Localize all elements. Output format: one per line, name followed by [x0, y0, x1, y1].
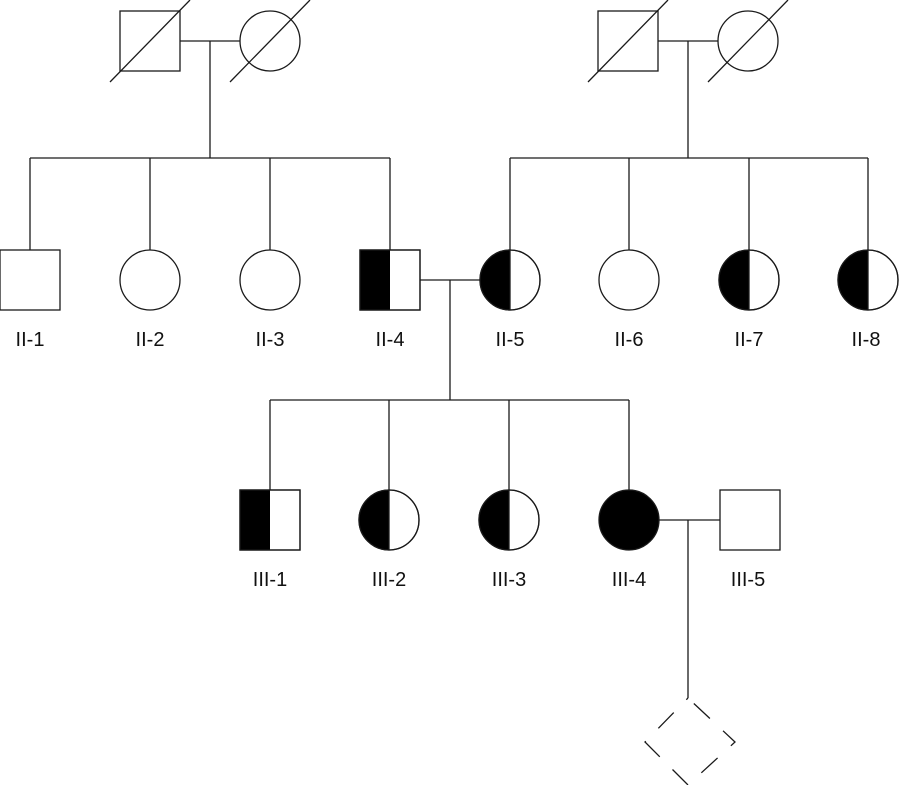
individual-III-3: III-3 [478, 489, 540, 591]
individual-label: II-4 [376, 329, 405, 351]
female-symbol [598, 249, 660, 311]
affected-female-symbol [599, 490, 659, 550]
female-symbol [119, 249, 181, 311]
individual-III-5: III-5 [719, 489, 781, 591]
half-affected-fill [480, 250, 510, 310]
symbol-outline [598, 489, 660, 551]
individual-label: II-7 [735, 329, 764, 351]
individual-label: II-6 [615, 329, 644, 351]
individual-label: III-4 [612, 569, 646, 591]
half-affected-fill [719, 250, 749, 310]
female-symbol [239, 249, 301, 311]
individual-label: III-1 [253, 569, 287, 591]
individual-II-8: II-8 [837, 249, 899, 351]
deceased-slash [229, 0, 311, 83]
deceased-slash [587, 0, 669, 83]
individual-II-2: II-2 [119, 249, 181, 351]
deceased-slash [707, 0, 789, 83]
individual-III-4: III-4 [598, 489, 660, 591]
individual-label: III-2 [372, 569, 406, 591]
individual-label: II-1 [16, 329, 45, 351]
pregnancy-symbol [644, 697, 736, 785]
individual-II-4: II-4 [359, 249, 421, 351]
pregnancy-diamond [644, 697, 736, 785]
male-symbol [719, 489, 781, 551]
individual-III-1: III-1 [239, 489, 301, 591]
individual-I-2 [229, 0, 311, 83]
individual-label: III-5 [731, 569, 765, 591]
individual-II-6: II-6 [598, 249, 660, 351]
half-affected-fill [240, 490, 270, 550]
individual-I-3 [587, 0, 669, 83]
half-affected-fill [359, 490, 389, 550]
deceased-slash [109, 0, 191, 83]
symbol-outline [359, 249, 421, 311]
individual-II-7: II-7 [718, 249, 780, 351]
individual-label: II-8 [852, 329, 881, 351]
individual-label: II-5 [496, 329, 525, 351]
half-affected-fill [479, 490, 509, 550]
half-affected-fill [838, 250, 868, 310]
individual-I-1 [109, 0, 191, 83]
individual-II-5: II-5 [479, 249, 541, 351]
half-affected-fill [360, 250, 390, 310]
symbol-outline [239, 489, 301, 551]
individual-III-2: III-2 [358, 489, 420, 591]
individual-I-4 [707, 0, 789, 83]
individual-II-1: II-1 [0, 249, 61, 351]
individual-label: III-3 [492, 569, 526, 591]
individual-label: II-2 [136, 329, 165, 351]
individual-II-3: II-3 [239, 249, 301, 351]
pedigree-lines [29, 40, 869, 698]
male-symbol [0, 249, 61, 311]
individual-label: II-3 [256, 329, 285, 351]
